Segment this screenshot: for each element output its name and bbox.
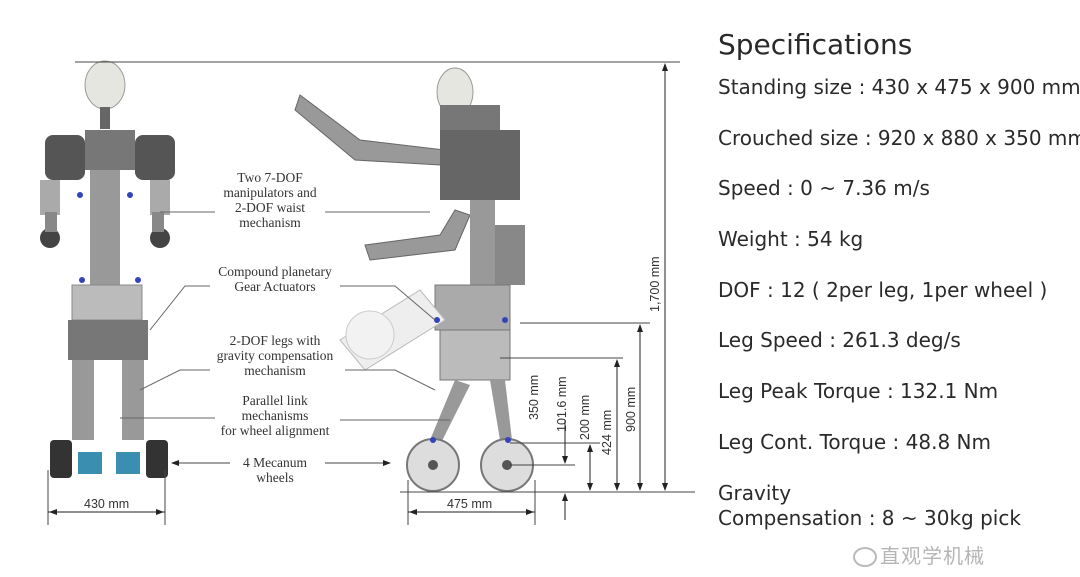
callout-parallel-link: Parallel link mechanisms for wheel align… [220, 393, 330, 438]
dim-424: 424 mm [600, 409, 614, 455]
spec-leg-speed: Leg Speed : 261.3 deg/s [718, 328, 961, 353]
specifications-title: Specifications [718, 28, 913, 61]
dim-350: 350 mm [527, 374, 541, 420]
dim-101: 101.6 mm [555, 376, 569, 432]
dimension-lines [47, 61, 695, 525]
robot-diagram: Two 7-DOF manipulators and 2-DOF waist m… [40, 60, 695, 525]
spec-leg-cont-torque: Leg Cont. Torque : 48.8 Nm [718, 429, 991, 454]
robot-drawings [40, 60, 695, 525]
spec-gravity-compensation: Gravity Compensation : 8 ~ 30kg pick [718, 480, 1021, 530]
dim-total-height: 1,700 mm [648, 256, 662, 312]
callout-legs: 2-DOF legs with gravity compensation mec… [216, 333, 334, 378]
callout-manipulators: Two 7-DOF manipulators and 2-DOF waist m… [223, 170, 317, 230]
dim-200: 200 mm [578, 394, 592, 440]
spec-speed: Speed : 0 ~ 7.36 m/s [718, 176, 930, 201]
dim-side-width: 475 mm [447, 497, 493, 511]
side-view-robot [294, 67, 534, 492]
front-view-robot [40, 60, 175, 478]
spec-crouched-size: Crouched size : 920 x 880 x 350 mm [718, 125, 1080, 150]
spec-standing-size: Standing size : 430 x 475 x 900 mm [718, 75, 1080, 99]
watermark: 直观学机械 [880, 544, 985, 568]
callout-lines [120, 211, 450, 421]
spec-dof: DOF : 12 ( 2per leg, 1per wheel ) [718, 277, 1048, 302]
callout-actuators: Compound planetary Gear Actuators [218, 264, 332, 294]
spec-weight: Weight : 54 kg [718, 227, 864, 252]
wechat-icon [853, 547, 877, 567]
specifications-panel: Specifications Standing size : 430 x 475… [718, 28, 1080, 531]
callout-wheels: 4 Mecanum wheels [242, 455, 308, 485]
dim-front-width: 430 mm [84, 497, 130, 511]
spec-leg-peak-torque: Leg Peak Torque : 132.1 Nm [718, 379, 999, 404]
dim-standing-height: 900 mm [624, 386, 638, 432]
